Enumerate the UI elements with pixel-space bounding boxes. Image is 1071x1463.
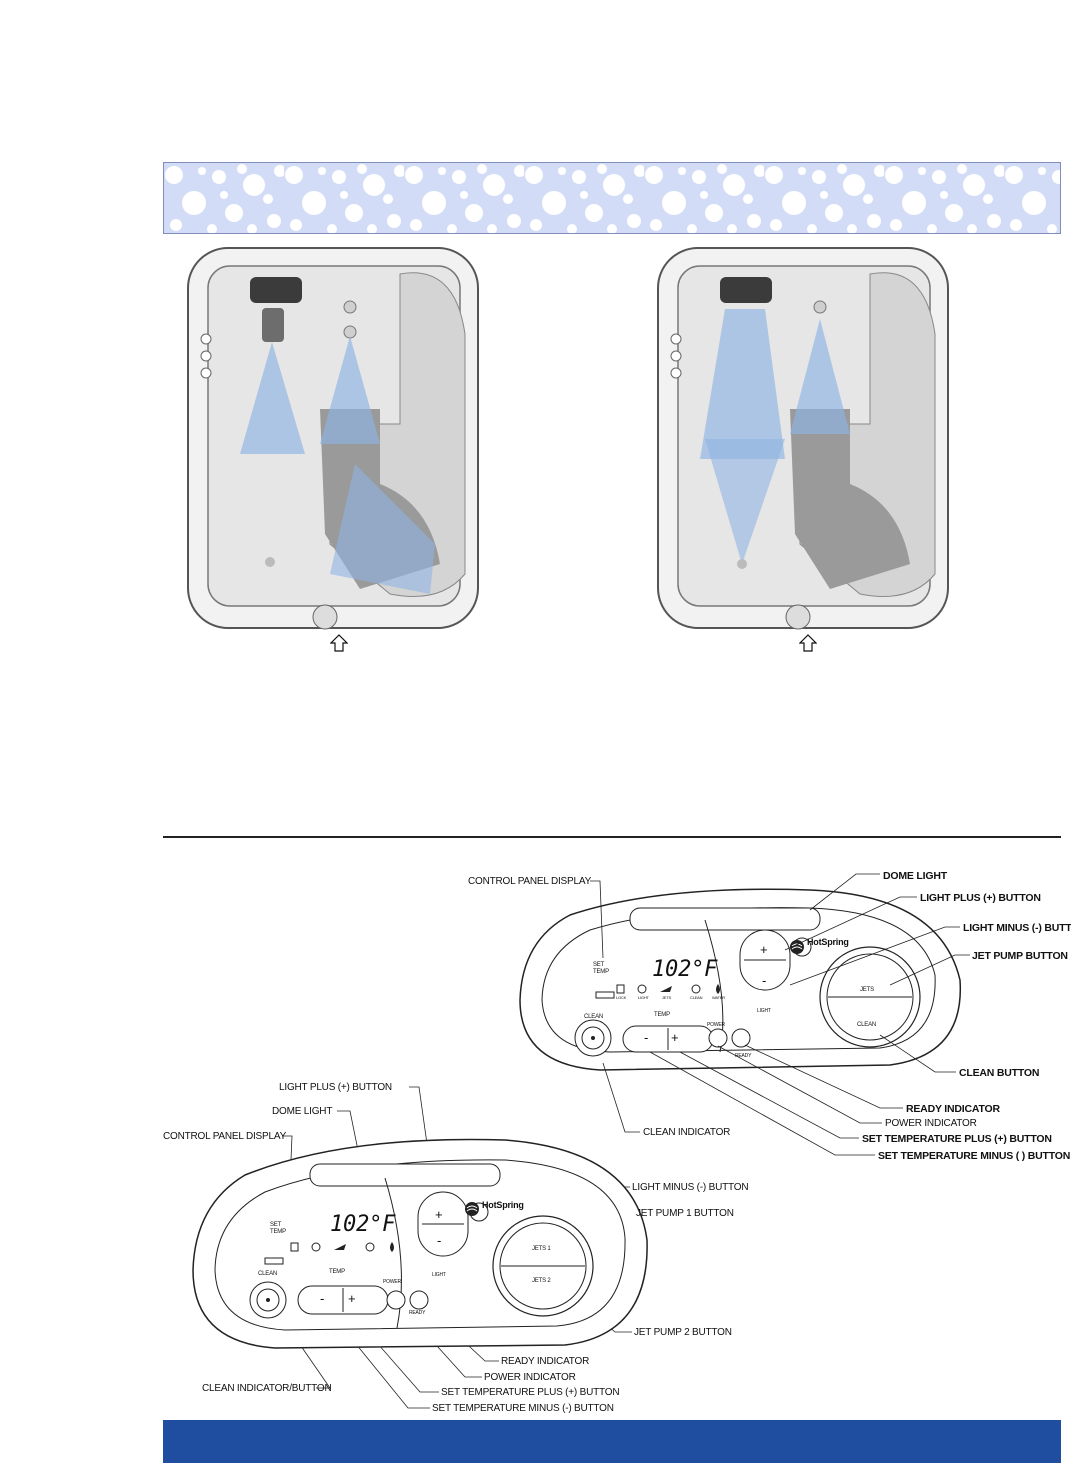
temperature-readout: 102°F	[652, 957, 718, 982]
spa-illustration-right	[657, 247, 949, 630]
label-light-plus-b: LIGHT PLUS (+) BUTTON	[279, 1082, 392, 1093]
light-icon-label: LIGHT	[638, 995, 649, 1000]
section-divider	[163, 836, 1061, 838]
hotspring-logo-icon	[465, 1202, 479, 1216]
up-arrow-icon	[799, 634, 817, 652]
bubble-banner	[163, 162, 1061, 234]
water-icon-label: WATER	[712, 995, 725, 1000]
label-ready-indicator-a: READY INDICATOR	[906, 1103, 1000, 1115]
label-set-temp-plus-a: SET TEMPERATURE PLUS (+) BUTTON	[862, 1133, 1052, 1145]
jets-icon	[660, 986, 672, 992]
label-light-minus-a: LIGHT MINUS (-) BUTTON	[963, 922, 1071, 934]
lock-icon-label: LOCK	[616, 995, 627, 1000]
light-icon	[637, 984, 647, 994]
light-minus-glyph-b[interactable]: -	[437, 1233, 442, 1248]
label-jet-pump-2-b: JET PUMP 2 BUTTON	[634, 1327, 732, 1338]
control-panel-a	[519, 888, 962, 1071]
lock-icon	[616, 984, 625, 994]
temp-label-b: TEMP	[329, 1269, 345, 1275]
label-set-temp-minus-a: SET TEMPERATURE MINUS ( ) BUTTON	[878, 1150, 1071, 1162]
jets-icon	[334, 1244, 346, 1250]
hotspring-logo: HotSpring	[807, 937, 849, 947]
water-drop-icon	[716, 984, 720, 994]
label-clean-indicator-a: CLEAN INDICATOR	[643, 1127, 731, 1138]
status-icons-b	[290, 1242, 394, 1252]
hotspring-logo-b: HotSpring	[482, 1200, 524, 1210]
up-arrow-icon	[330, 634, 348, 652]
set-temp-label: SET TEMP	[593, 962, 609, 975]
label-clean-button-a: CLEAN BUTTON	[959, 1067, 1040, 1079]
label-dome-light-a: DOME LIGHT	[883, 870, 947, 882]
ready-label: READY	[735, 1053, 752, 1059]
clean-label: CLEAN	[584, 1014, 604, 1020]
label-jet-pump-a: JET PUMP BUTTON	[972, 950, 1068, 962]
clean-icon-label: CLEAN	[690, 995, 703, 1000]
light-icon	[311, 1242, 321, 1252]
jets-button[interactable]: JETS	[860, 987, 874, 993]
label-clean-indicator-b: CLEAN INDICATOR/BUTTON	[202, 1383, 332, 1394]
clean-label-b: CLEAN	[258, 1271, 278, 1277]
temp-plus-button-b[interactable]: +	[348, 1291, 356, 1306]
clean-button[interactable]: CLEAN	[857, 1022, 877, 1028]
temp-minus-button-b[interactable]: -	[320, 1291, 325, 1306]
label-light-minus-b: LIGHT MINUS (-) BUTTON	[632, 1182, 749, 1193]
temp-minus-button[interactable]: -	[644, 1030, 649, 1045]
bubble-pattern	[164, 163, 1060, 233]
power-label: POWER	[707, 1022, 725, 1028]
label-control-panel-display-a: CONTROL PANEL DISPLAY	[468, 876, 592, 887]
label-light-plus-a: LIGHT PLUS (+) BUTTON	[920, 892, 1041, 904]
clean-icon	[691, 984, 701, 994]
status-icons	[616, 984, 720, 994]
spa-illustration-left	[187, 247, 479, 630]
clean-icon	[365, 1242, 375, 1252]
label-power-indicator-a: POWER INDICATOR	[885, 1118, 977, 1129]
footer-bar	[163, 1420, 1061, 1463]
label-control-panel-display-b: CONTROL PANEL DISPLAY	[163, 1131, 287, 1142]
light-label-b: LIGHT	[432, 1272, 446, 1278]
power-label-b: POWER	[383, 1279, 401, 1285]
label-dome-light-b: DOME LIGHT	[272, 1106, 333, 1117]
set-temp-label-b: SET TEMP	[270, 1222, 286, 1235]
label-ready-indicator-b: READY INDICATOR	[501, 1356, 590, 1367]
light-label: LIGHT	[757, 1008, 771, 1014]
label-set-temp-minus-b: SET TEMPERATURE MINUS (-) BUTTON	[432, 1403, 614, 1414]
light-minus-glyph[interactable]: -	[762, 973, 767, 988]
jets-icon-label: JETS	[662, 995, 671, 1000]
label-jet-pump-1-b: JET PUMP 1 BUTTON	[636, 1208, 734, 1219]
label-set-temp-plus-b: SET TEMPERATURE PLUS (+) BUTTON	[441, 1387, 620, 1398]
lock-icon	[290, 1242, 299, 1252]
label-power-indicator-b: POWER INDICATOR	[484, 1372, 576, 1383]
water-drop-icon	[390, 1242, 394, 1252]
light-plus-glyph-b[interactable]: +	[435, 1207, 443, 1222]
hotspring-logo-icon	[790, 940, 804, 954]
control-panel-b	[192, 1138, 648, 1349]
jets2-button[interactable]: JETS 2	[532, 1278, 551, 1284]
ready-label-b: READY	[409, 1310, 426, 1316]
temp-label: TEMP	[654, 1012, 670, 1018]
temp-plus-button[interactable]: +	[671, 1030, 679, 1045]
temperature-readout-b: 102°F	[330, 1212, 396, 1237]
jets1-button[interactable]: JETS 1	[532, 1246, 551, 1252]
light-plus-glyph[interactable]: +	[760, 942, 768, 957]
